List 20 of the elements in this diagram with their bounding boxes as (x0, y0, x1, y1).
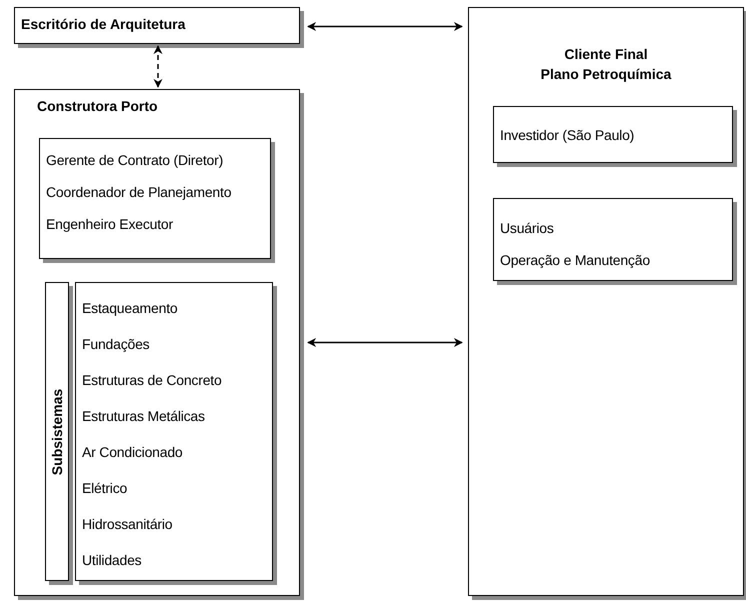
list-item: Coordenador de Planejamento (46, 183, 232, 201)
list-item: Investidor (São Paulo) (500, 126, 636, 144)
list-item: Fundações (82, 335, 150, 353)
list-item: Operação e Manutenção (500, 251, 651, 269)
list-item: Gerente de Contrato (Diretor) (46, 151, 224, 169)
box-title: Escritório de Arquitetura (21, 16, 186, 32)
list-item: Engenheiro Executor (46, 215, 174, 233)
vertical-label: Subsistemas (49, 388, 65, 475)
list-item: Estaqueamento (82, 299, 178, 317)
group-title: Plano Petroquímica (540, 65, 672, 84)
group-title: Cliente Final (563, 45, 649, 64)
list-item: Elétrico (82, 479, 128, 497)
list-item: Utilidades (82, 551, 142, 569)
group-title: Construtora Porto (37, 98, 158, 114)
list-item: Hidrossanitário (82, 515, 174, 533)
list-item: Ar Condicionado (82, 443, 184, 461)
list-item: Estruturas de Concreto (82, 371, 223, 389)
list-item: Usuários (500, 219, 555, 237)
list-item: Estruturas Metálicas (82, 407, 206, 425)
arrow (154, 45, 162, 88)
